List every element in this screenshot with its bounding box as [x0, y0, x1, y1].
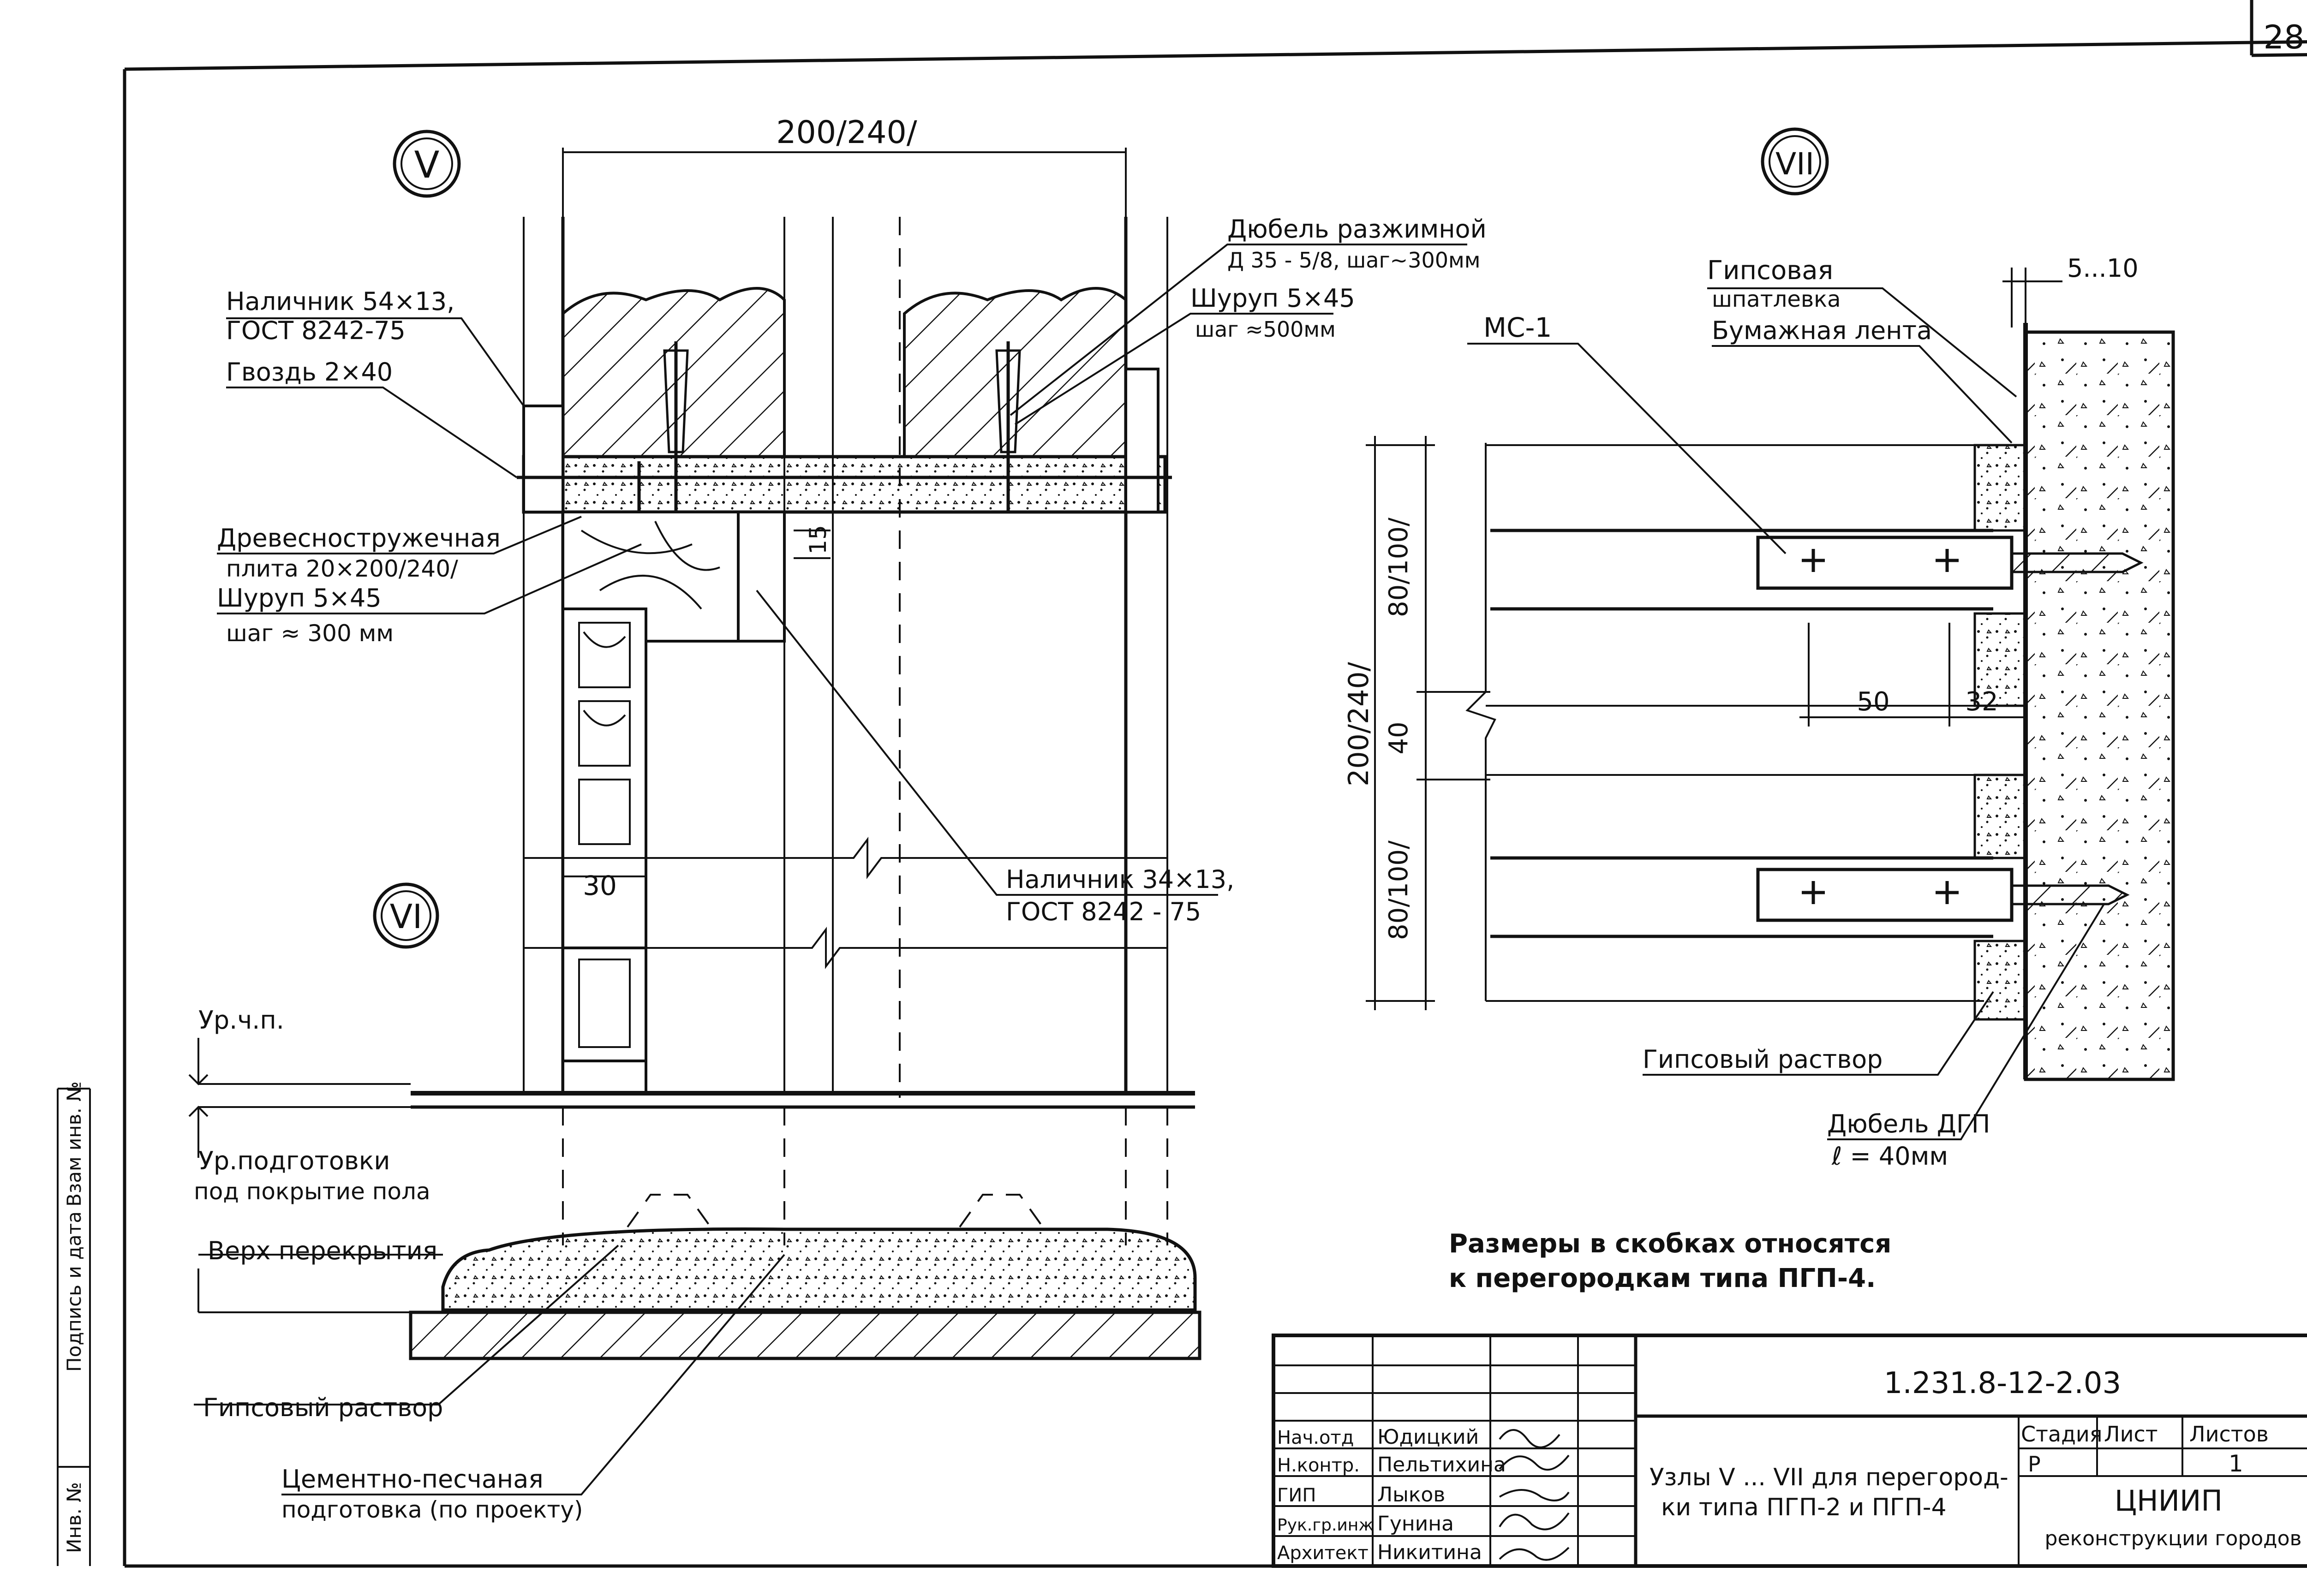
label-dyubel-dgp-line1: Дюбель ДГП [1827, 1109, 1990, 1138]
role-1: Нач.отд [1277, 1427, 1354, 1448]
label-urpodg-line2: под покрытие пола [194, 1178, 430, 1205]
note-line1: Размеры в скобках относятся [1449, 1229, 1891, 1259]
side-stamp-inv: Инв. № [63, 1482, 85, 1553]
dim-80-100-bot: 80/100/ [1384, 840, 1414, 940]
side-stamp-replace: Взам инв. № [63, 1081, 85, 1207]
label-nalichnik-34-line2: ГОСТ 8242 - 75 [1006, 897, 1201, 926]
node-v-width-dim: 200/240/ [776, 114, 917, 151]
sheet-frame: 28 [123, 0, 2307, 1568]
org-line1: ЦНИИП [2115, 1484, 2223, 1518]
role-3: ГИП [1277, 1485, 1316, 1506]
col-sheet: Лист [2104, 1422, 2158, 1447]
role-4: Рук.гр.инж [1277, 1516, 1374, 1535]
label-ms1: МС-1 [1483, 312, 1552, 343]
dim-5-10: 5...10 [2067, 254, 2139, 283]
label-gips-shpat-line1: Гипсовая [1707, 256, 1833, 286]
side-stamp: Подпись и дата Взам инв. № Инв. № [57, 1081, 91, 1566]
dim-40: 40 [1384, 721, 1414, 754]
col-sheets: Листов [2189, 1422, 2269, 1447]
label-nalichnik-54-line1: Наличник 54×13, [226, 287, 454, 316]
node-v-drawing: V 200/240/ [393, 114, 1172, 1098]
label-verh: Верх перекрытия [208, 1236, 437, 1265]
role-5: Архитект [1277, 1542, 1369, 1564]
name-5: Никитина [1377, 1541, 1482, 1564]
general-note: Размеры в скобках относятся к перегородк… [1449, 1229, 1891, 1293]
node-vii-drawing: VII 80/100/ 40 80/100/ 200/240/ [1343, 127, 2175, 1081]
node-vi-drawing: VI [188, 882, 1201, 1360]
label-gips-rastvor: Гипсовый раствор [1643, 1045, 1883, 1074]
dim-50: 50 [1857, 687, 1889, 717]
name-1: Юдицкий [1377, 1425, 1479, 1449]
label-dyubel-dgp-line2: ℓ = 40мм [1831, 1142, 1948, 1171]
label-dsp-line2: плита 20×200/240/ [226, 555, 458, 582]
label-shurup-300-line1: Шуруп 5×45 [217, 584, 382, 613]
node-v-dim-30: 30 [583, 870, 617, 901]
name-4: Гунина [1377, 1512, 1454, 1536]
sheets-value: 1 [2229, 1450, 2243, 1477]
label-gvozd: Гвоздь 2×40 [226, 357, 393, 387]
col-stage: Стадия [2021, 1422, 2102, 1447]
label-urchp: Ур.ч.п. [198, 1006, 284, 1035]
title-line2: ки типа ПГП-2 и ПГП-4 [1661, 1494, 1947, 1521]
label-lenta: Бумажная лента [1712, 316, 1932, 345]
node-vii-labels: МС-1 Гипсовая шпатлевка Бумажная лента Г… [1483, 256, 1990, 1171]
node-vii-marker: VII [1775, 146, 1814, 182]
side-stamp-signature: Подпись и дата [63, 1211, 85, 1372]
node-v-labels: Наличник 54×13, ГОСТ 8242-75 Гвоздь 2×40… [217, 214, 1487, 926]
node-v-leaders [217, 244, 1467, 896]
name-2: Пельтихина [1377, 1453, 1506, 1477]
label-nalichnik-54-line2: ГОСТ 8242-75 [226, 316, 406, 345]
node-vi-leaders [194, 1245, 785, 1495]
node-v-dim-15: 15 [805, 525, 831, 554]
label-shurup-500-line2: шаг ≈500мм [1195, 317, 1336, 342]
role-2: Н.контр. [1277, 1455, 1360, 1476]
label-cement-line2: подготовка (по проекту) [281, 1496, 583, 1523]
label-shurup-300-line2: шаг ≈ 300 мм [226, 620, 394, 647]
signatures [1499, 1429, 1570, 1561]
stage-value: Р [2028, 1452, 2041, 1477]
dim-200-240: 200/240/ [1343, 661, 1375, 786]
label-urpodg-line1: Ур.подготовки [198, 1146, 390, 1175]
node-vii-leaders [1467, 287, 2105, 1140]
org-line2: реконструкции городов [2045, 1527, 2302, 1550]
page-number: 28 [2263, 18, 2304, 56]
label-dyubel-line2: Д 35 - 5/8, шаг~300мм [1227, 248, 1480, 273]
label-gips-shpat-line2: шпатлевка [1712, 286, 1841, 312]
node-v-marker: V [414, 143, 440, 186]
label-shurup-500-line1: Шуруп 5×45 [1190, 284, 1355, 313]
label-gips: Гипсовый раствор [203, 1393, 443, 1422]
dim-32: 32 [1965, 687, 1998, 717]
title-block: 1.231.8-12-2.03 Нач.отд Н.контр. ГИП Рук… [1272, 1334, 2307, 1568]
title-line1: Узлы V ... VII для перегород- [1650, 1464, 2008, 1491]
label-nalichnik-34-line1: Наличник 34×13, [1006, 865, 1234, 894]
dim-80-100-top: 80/100/ [1384, 518, 1414, 617]
label-cement-line1: Цементно-песчаная [281, 1465, 544, 1494]
label-dsp-line1: Древесностружечная [217, 524, 501, 553]
name-3: Лыков [1377, 1483, 1445, 1507]
doc-code: 1.231.8-12-2.03 [1884, 1366, 2121, 1400]
note-line2: к перегородкам типа ПГП-4. [1449, 1263, 1876, 1293]
node-vi-labels: Ур.ч.п. Ур.подготовки под покрытие пола … [194, 1006, 583, 1523]
label-dyubel-line1: Дюбель разжимной [1227, 214, 1487, 244]
node-vi-marker: VI [390, 897, 423, 936]
